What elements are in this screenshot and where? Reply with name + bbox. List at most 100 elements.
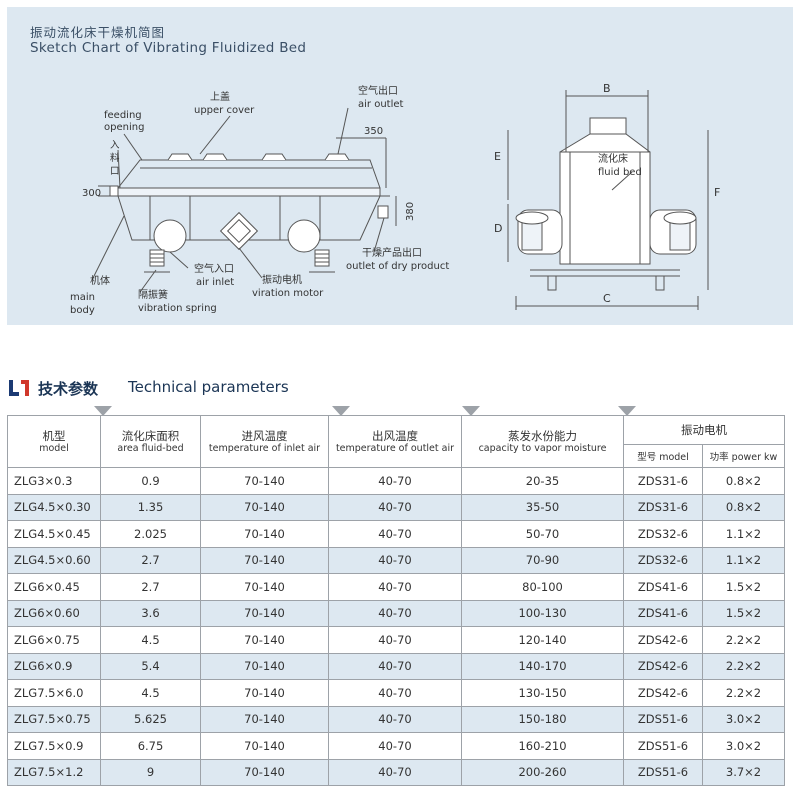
cell-outlet-temp: 40-70	[328, 467, 462, 495]
label-dim-380: 380	[405, 202, 416, 221]
cell-motor-power: 0.8×2	[702, 467, 785, 495]
cell-motor-model: ZDS41-6	[623, 599, 703, 627]
cell-capacity: 35-50	[461, 493, 624, 521]
header-area: 流化床面积 area fluid-bed	[100, 415, 201, 468]
cell-capacity: 160-210	[461, 732, 624, 760]
cell-capacity: 120-140	[461, 626, 624, 654]
label-body-cn: 机体	[90, 274, 110, 287]
cell-capacity: 150-180	[461, 705, 624, 733]
cell-model: ZLG6×0.45	[7, 573, 101, 601]
spring-left	[144, 249, 170, 273]
label-dim-b: B	[603, 82, 611, 95]
label-air-outlet-cn: 空气出口	[358, 84, 398, 97]
cell-motor-model: ZDS42-6	[623, 679, 703, 707]
label-feeding-en: feeding	[104, 110, 142, 121]
label-dry-outlet-en: outlet of dry product	[346, 261, 449, 272]
sketch-title-cn: 振动流化床干燥机简图	[30, 25, 166, 40]
cell-outlet-temp: 40-70	[328, 652, 462, 680]
label-dim-300: 300	[82, 188, 101, 199]
table-header-row-1: 机型 model 流化床面积 area fluid-bed 进风温度 tempe…	[7, 415, 785, 468]
brand-logo-icon	[9, 380, 29, 396]
cell-motor-power: 3.0×2	[702, 732, 785, 760]
cell-motor-model: ZDS41-6	[623, 573, 703, 601]
sketch-diagram: feeding opening 入 料 口 上盖 upper cover 空气出…	[70, 82, 720, 316]
cell-inlet-temp: 70-140	[200, 467, 329, 495]
end-view-drawing	[507, 90, 709, 310]
side-view-drawing	[91, 107, 397, 293]
cell-outlet-temp: 40-70	[328, 679, 462, 707]
cell-motor-power: 1.1×2	[702, 520, 785, 548]
end-view-hood	[559, 133, 651, 153]
end-view-motor-right	[649, 209, 697, 255]
cell-area: 2.7	[100, 546, 201, 574]
cell-model: ZLG7.5×1.2	[7, 758, 101, 786]
cell-inlet-temp: 70-140	[200, 573, 329, 601]
cell-inlet-temp: 70-140	[200, 758, 329, 786]
label-body-en-2: body	[70, 305, 95, 316]
end-view-body	[559, 151, 651, 265]
dome-1	[167, 153, 193, 161]
label-dim-350: 350	[364, 126, 383, 137]
cell-area: 2.7	[100, 573, 201, 601]
cell-inlet-temp: 70-140	[200, 626, 329, 654]
cell-outlet-temp: 40-70	[328, 573, 462, 601]
dome-3	[261, 153, 287, 161]
cell-inlet-temp: 70-140	[200, 705, 329, 733]
cell-outlet-temp: 40-70	[328, 599, 462, 627]
cell-outlet-temp: 40-70	[328, 732, 462, 760]
cell-outlet-temp: 40-70	[328, 493, 462, 521]
cell-model: ZLG4.5×0.30	[7, 493, 101, 521]
cell-area: 3.6	[100, 599, 201, 627]
cell-motor-power: 2.2×2	[702, 652, 785, 680]
air-inlet-port-2	[287, 219, 321, 253]
label-opening-en: opening	[104, 122, 144, 133]
cell-outlet-temp: 40-70	[328, 520, 462, 548]
notch-decoration-4	[618, 406, 636, 416]
cell-capacity: 20-35	[461, 467, 624, 495]
cell-motor-power: 3.7×2	[702, 758, 785, 786]
technical-parameters-table: 机型 model 流化床面积 area fluid-bed 进风温度 tempe…	[7, 415, 785, 786]
cell-area: 1.35	[100, 493, 201, 521]
label-motor-cn: 振动电机	[262, 273, 302, 286]
air-inlet-port-1	[153, 219, 187, 253]
cell-model: ZLG7.5×6.0	[7, 679, 101, 707]
cell-motor-model: ZDS31-6	[623, 493, 703, 521]
cell-inlet-temp: 70-140	[200, 493, 329, 521]
cell-motor-model: ZDS42-6	[623, 652, 703, 680]
cell-motor-power: 1.1×2	[702, 546, 785, 574]
cell-capacity: 100-130	[461, 599, 624, 627]
frame-top	[117, 187, 381, 197]
cell-motor-model: ZDS42-6	[623, 626, 703, 654]
header-vibration-motor: 振动电机	[623, 415, 785, 445]
cell-motor-model: ZDS32-6	[623, 546, 703, 574]
cell-motor-model: ZDS51-6	[623, 705, 703, 733]
label-spring-cn: 隔振簧	[138, 288, 168, 301]
cell-model: ZLG4.5×0.45	[7, 520, 101, 548]
header-motor-power: 功率 power kw	[702, 444, 785, 468]
cell-capacity: 80-100	[461, 573, 624, 601]
cell-capacity: 50-70	[461, 520, 624, 548]
cell-motor-power: 1.5×2	[702, 573, 785, 601]
cell-capacity: 70-90	[461, 546, 624, 574]
sketch-panel	[7, 7, 793, 325]
header-model: 机型 model	[7, 415, 101, 468]
label-upper-cover-cn: 上盖	[210, 90, 230, 103]
label-air-outlet-en: air outlet	[358, 99, 404, 110]
cell-area: 0.9	[100, 467, 201, 495]
cell-motor-model: ZDS32-6	[623, 520, 703, 548]
cell-motor-power: 0.8×2	[702, 493, 785, 521]
label-body-en-1: main	[70, 292, 95, 303]
cell-model: ZLG6×0.75	[7, 626, 101, 654]
cell-model: ZLG3×0.3	[7, 467, 101, 495]
label-motor-en: viration motor	[252, 288, 324, 299]
cell-motor-model: ZDS51-6	[623, 732, 703, 760]
notch-decoration-2	[332, 406, 350, 416]
